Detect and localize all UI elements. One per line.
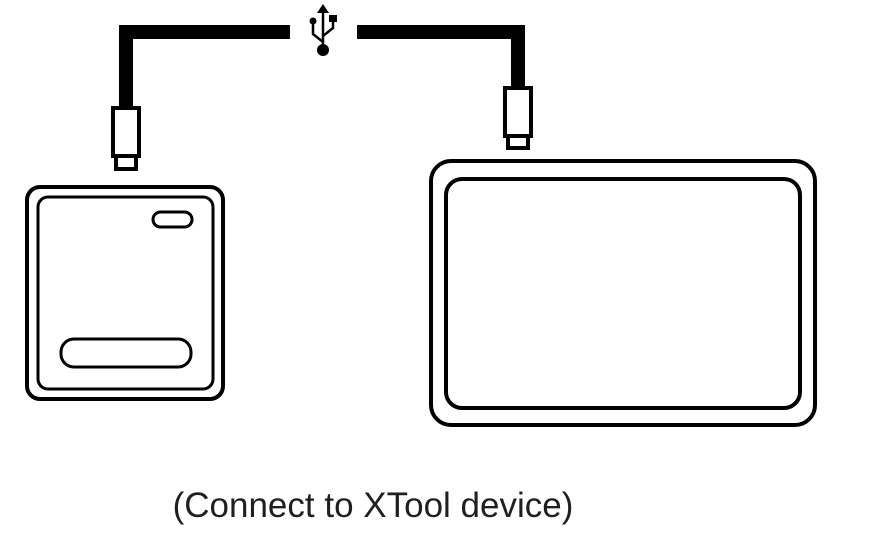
connection-caption: (Connect to XTool device) [172, 486, 574, 525]
usb-plug-left [111, 106, 141, 171]
usb-cable [119, 25, 525, 108]
tablet-screen [444, 177, 802, 410]
tablet-device [429, 159, 817, 427]
device-label-slot [59, 337, 193, 369]
usb-plug-right [503, 86, 533, 150]
interface-device [25, 185, 225, 401]
cable-right-segment [357, 25, 525, 88]
usb-icon [309, 4, 337, 56]
indicator-light [151, 210, 194, 229]
cable-left-segment [119, 25, 290, 108]
